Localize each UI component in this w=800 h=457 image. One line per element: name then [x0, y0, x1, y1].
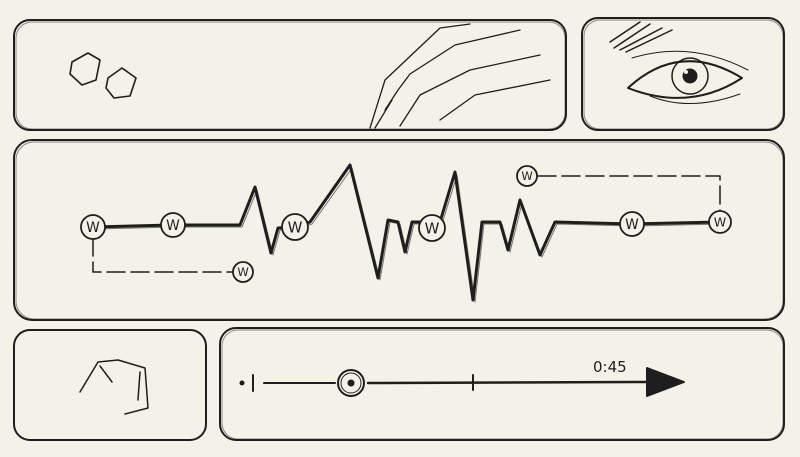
waveform-node[interactable]: W [281, 213, 309, 241]
node-label: W [714, 215, 727, 230]
node-label: W [425, 219, 440, 237]
stones-icon [69, 52, 137, 99]
node-circle [281, 213, 309, 241]
top-left-panel [13, 19, 567, 131]
node-label: W [237, 265, 248, 279]
node-label: W [86, 220, 100, 236]
waveform-node[interactable]: W [516, 165, 538, 187]
node-circle [619, 211, 645, 237]
waveform-node[interactable]: W [708, 210, 732, 234]
node-circle [80, 214, 106, 240]
node-circle [418, 214, 446, 242]
node-label: W [625, 217, 639, 233]
eye-icon [609, 21, 749, 104]
play-head-icon[interactable] [337, 369, 365, 397]
player-panel[interactable] [219, 327, 785, 441]
hand-sketch-icon [369, 23, 551, 129]
waveform-node[interactable]: W [232, 261, 254, 283]
eye-panel [581, 17, 785, 131]
node-label: W [521, 169, 532, 183]
bottom-left-panel [13, 329, 207, 441]
waveform-node[interactable]: W [160, 212, 186, 238]
waveform-node[interactable]: W [80, 214, 106, 240]
arrow-right-icon[interactable] [646, 367, 685, 397]
node-label: W [288, 218, 303, 236]
waveform-icon [91, 163, 722, 303]
node-circle [516, 165, 538, 187]
waveform-node[interactable]: W [418, 214, 446, 242]
node-label: W [166, 218, 180, 234]
node-circle [160, 212, 186, 238]
waveform-node[interactable]: W [619, 211, 645, 237]
node-circle [232, 261, 254, 283]
corner-sketch-icon [79, 359, 149, 415]
node-circle [708, 210, 732, 234]
waveform-panel [13, 139, 785, 321]
timeline[interactable] [239, 374, 652, 392]
time-label: 0:45 [593, 358, 627, 376]
